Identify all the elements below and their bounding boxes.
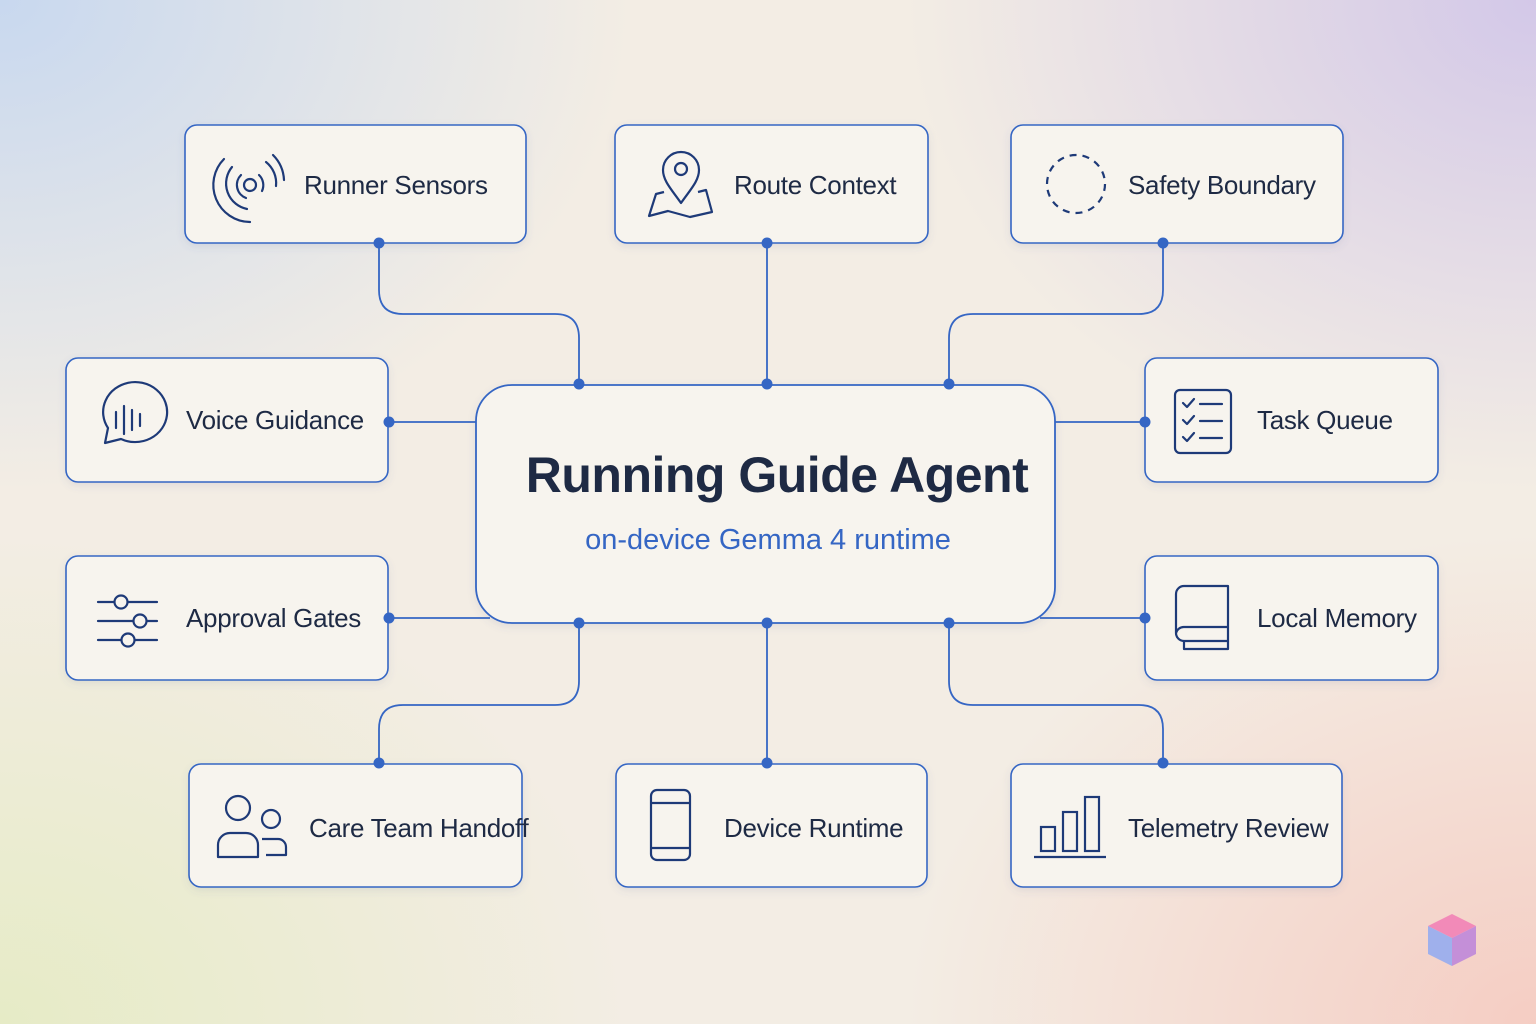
card-label: Task Queue <box>1257 405 1393 435</box>
connector-telemetry-review <box>948 623 1164 763</box>
checklist-icon <box>1173 388 1233 455</box>
book-icon <box>1174 584 1230 651</box>
card-label: Runner Sensors <box>304 170 488 200</box>
connector-care-team-handoff <box>378 623 580 763</box>
dashed-circle-icon <box>1045 153 1107 215</box>
phone-icon <box>649 788 692 862</box>
card-label: Device Runtime <box>724 813 903 843</box>
card-local-memory[interactable]: Local Memory <box>1144 555 1439 681</box>
card-route-context[interactable]: Route Context <box>614 124 929 244</box>
hub-title: Running Guide Agent <box>526 447 1029 503</box>
card-safety-boundary[interactable]: Safety Boundary <box>1010 124 1344 244</box>
card-label: Safety Boundary <box>1128 170 1316 200</box>
card-label: Approval Gates <box>186 603 361 633</box>
connectors <box>378 243 1164 763</box>
bar-chart-icon <box>1034 795 1106 859</box>
card-telemetry-review[interactable]: Telemetry Review <box>1010 763 1343 888</box>
card-label: Telemetry Review <box>1128 813 1329 843</box>
card-runner-sensors[interactable]: Runner Sensors <box>184 124 527 244</box>
card-label: Route Context <box>734 170 897 200</box>
card-task-queue[interactable]: Task Queue <box>1144 357 1439 483</box>
card-approval-gates[interactable]: Approval Gates <box>65 555 389 681</box>
connector-dots <box>373 237 1169 769</box>
map-pin-icon <box>647 150 714 219</box>
hub-node[interactable]: Running Guide Agent on-device Gemma 4 ru… <box>475 384 1056 624</box>
speech-bubble-icon <box>102 381 169 445</box>
people-icon <box>216 794 288 859</box>
card-label: Voice Guidance <box>186 405 364 435</box>
card-care-team-handoff[interactable]: Care Team Handoff <box>188 763 530 888</box>
card-voice-guidance[interactable]: Voice Guidance <box>65 357 389 483</box>
card-label: Care Team Handoff <box>309 813 529 843</box>
connector-runner-sensors <box>378 243 580 384</box>
connector-safety-boundary <box>948 243 1164 384</box>
card-device-runtime[interactable]: Device Runtime <box>615 763 928 888</box>
hub-box <box>475 384 1056 624</box>
card-label: Local Memory <box>1257 603 1417 633</box>
hub-subtitle: on-device Gemma 4 runtime <box>585 524 951 556</box>
cube-logo-icon <box>1428 914 1476 966</box>
sliders-icon <box>96 594 159 648</box>
signal-waves-icon <box>212 153 286 224</box>
